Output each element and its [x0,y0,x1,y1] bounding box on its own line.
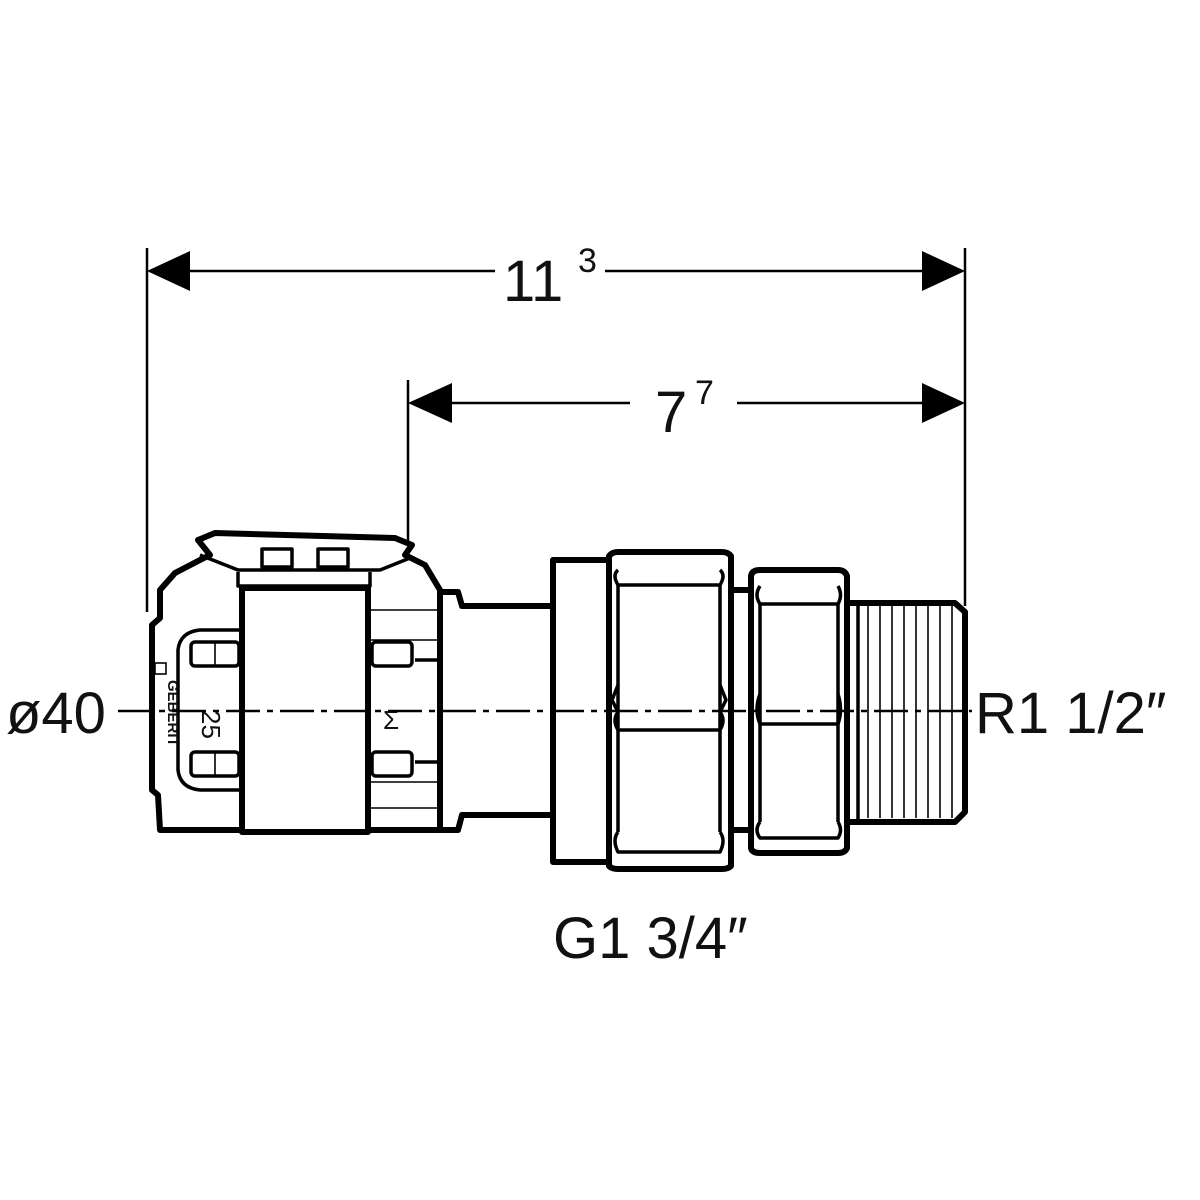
brand-marking: GEBERIT [164,680,181,747]
coupling-slot-upper-right [370,640,414,668]
partial-length-superscript: 7 [695,374,714,412]
size-code-marking: 25 [196,710,226,739]
male-thread [844,600,968,825]
pipe-diameter-label: ø40 [6,681,106,746]
small-hex-chamfer-mid [755,693,843,726]
overall-length-value: 11 [503,249,563,314]
small-hex-chamfer-top [755,585,843,606]
coupling-top-tab-left [260,547,294,569]
hex-chamfer-mid [613,710,725,732]
hex-chamfer-bottom [613,830,725,854]
arrowhead-left [147,251,190,291]
coupling-slot-lower-right [370,750,414,778]
male-thread-body [844,600,968,825]
union-thread-label: G1 3/4″ [553,906,748,971]
male-thread-label: R1 1/2″ [975,681,1166,746]
hex-edge-center [610,684,728,713]
coupling-top-tab-right [316,547,350,569]
partial-length-value: 7 [655,380,687,445]
small-hex-chamfer-bottom [755,820,843,840]
press-fit-coupling: GEBERIT 25 Σ [149,530,443,835]
overall-length-superscript: 3 [578,242,597,280]
arrowhead-right [922,251,965,291]
symbol-marking: Σ [383,705,399,735]
hex-chamfer-top [613,568,725,587]
brand-square-marker [154,662,167,675]
dimension-overall-length: 11 3 [145,242,967,612]
arrowhead-partial-left [408,383,452,423]
arrowhead-partial-right [922,383,965,423]
coupling-top-rim [199,553,411,572]
